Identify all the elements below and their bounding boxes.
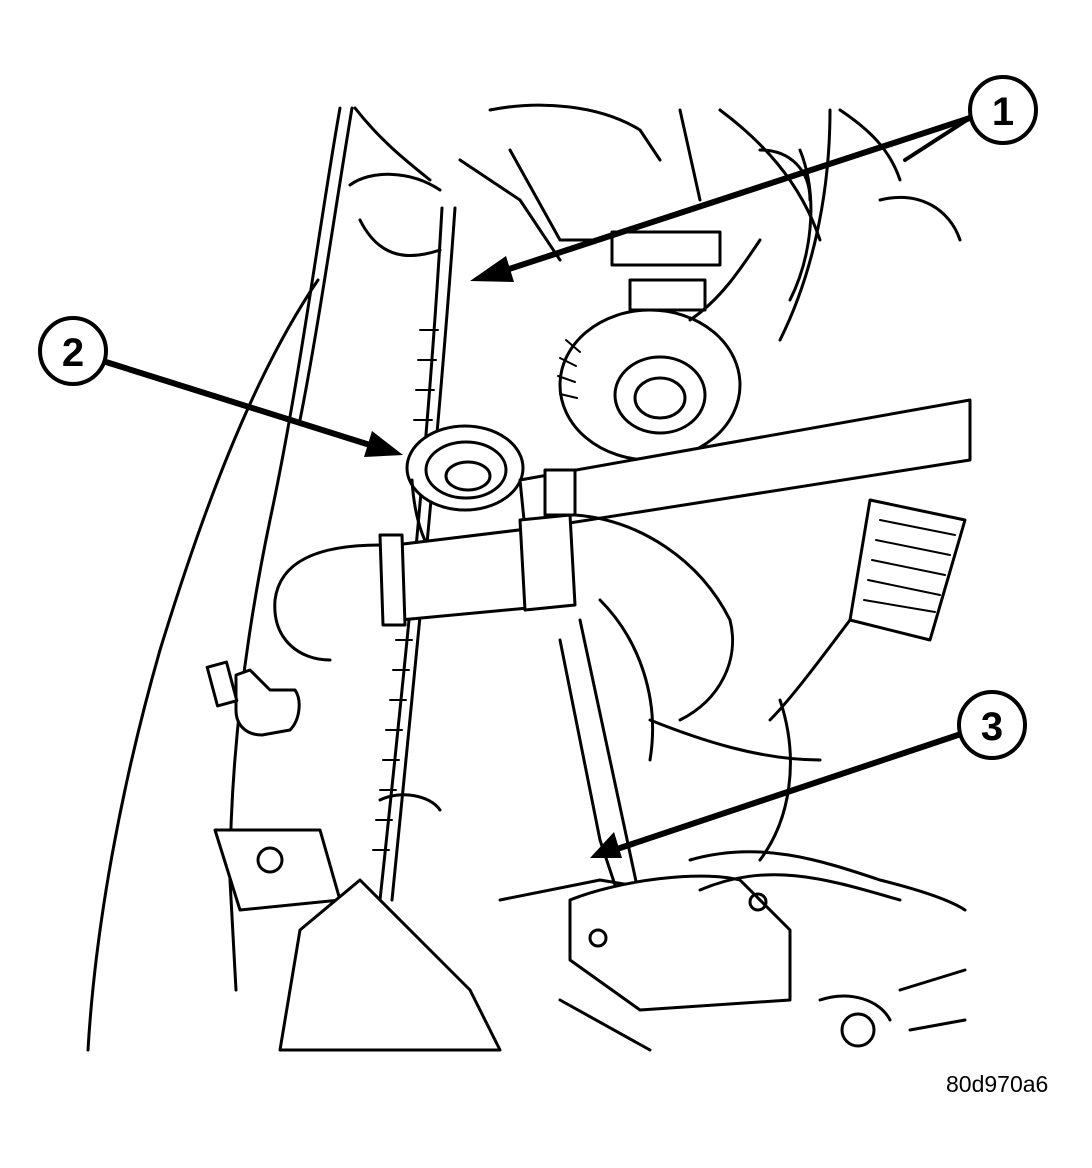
callout-3-label: 3 <box>981 705 1003 749</box>
callout-1-label: 1 <box>992 90 1014 134</box>
callout-1: 1 <box>470 75 1038 282</box>
callout-3: 3 <box>590 690 1027 858</box>
lower-components <box>205 618 967 1052</box>
upper-components <box>458 103 962 342</box>
callout-2: 2 <box>38 316 403 457</box>
corrugated-duct <box>768 498 967 722</box>
fender-outline <box>86 106 432 1052</box>
radiator-hoses <box>273 398 972 762</box>
callout-2-label: 2 <box>62 331 84 375</box>
radiator-core <box>348 172 457 902</box>
figure-id: 80d970a6 <box>946 1071 1049 1097</box>
